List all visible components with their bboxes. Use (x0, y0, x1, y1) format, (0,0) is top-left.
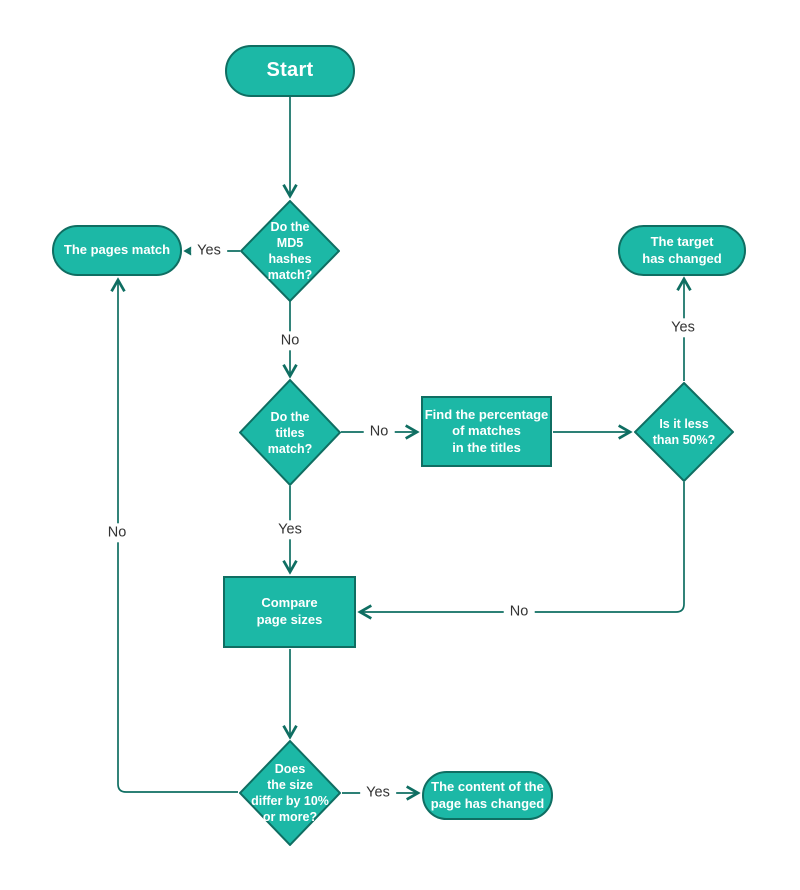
find-percentage-process-label: Find the percentage of matches in the ti… (424, 406, 549, 455)
compare-page-sizes-process: Compare page sizes (223, 576, 356, 648)
target-changed-node: The target has changed (618, 225, 746, 276)
edge-differ-no-to-pages-match (118, 280, 238, 793)
pages-match-node-label: The pages match (63, 242, 171, 258)
edge-label-less50-yes: Yes (665, 318, 701, 338)
edge-label-md5-yes: Yes (191, 241, 227, 261)
start-node-label: Start (266, 59, 314, 82)
content-changed-node: The content of the page has changed (422, 771, 553, 820)
content-changed-node-label: The content of the page has changed (430, 778, 545, 811)
size-differs-decision: Does the size differ by 10% or more? (239, 740, 341, 846)
start-node: Start (225, 45, 355, 97)
edge-label-titles-yes: Yes (272, 520, 308, 540)
diamond-icon (239, 740, 341, 846)
diamond-icon (240, 200, 340, 302)
pages-match-node: The pages match (52, 225, 182, 276)
diamond-icon (634, 382, 734, 482)
md5-hashes-decision: Do the MD5 hashes match? (240, 200, 340, 302)
titles-match-decision-label: Do the titles match? (267, 409, 313, 456)
edge-label-differ-yes: Yes (360, 783, 396, 803)
less-than-50-decision-label: Is it less than 50%? (652, 417, 716, 447)
diamond-icon (239, 379, 341, 486)
edge-label-differ-no: No (101, 523, 133, 543)
size-differs-decision-label: Does the size differ by 10% or more? (251, 762, 329, 824)
edge-label-md5-no: No (274, 331, 306, 351)
find-percentage-process: Find the percentage of matches in the ti… (421, 396, 552, 467)
compare-page-sizes-process-label: Compare page sizes (256, 595, 323, 627)
md5-hashes-decision-label: Do the MD5 hashes match? (267, 220, 313, 282)
titles-match-decision: Do the titles match? (239, 379, 341, 486)
edge-label-titles-no: No (363, 422, 395, 442)
less-than-50-decision: Is it less than 50%? (634, 382, 734, 482)
edge-label-less50-no: No (503, 602, 535, 622)
target-changed-node-label: The target has changed (642, 233, 722, 266)
edge-less50-no-to-compare-sizes (360, 482, 685, 612)
